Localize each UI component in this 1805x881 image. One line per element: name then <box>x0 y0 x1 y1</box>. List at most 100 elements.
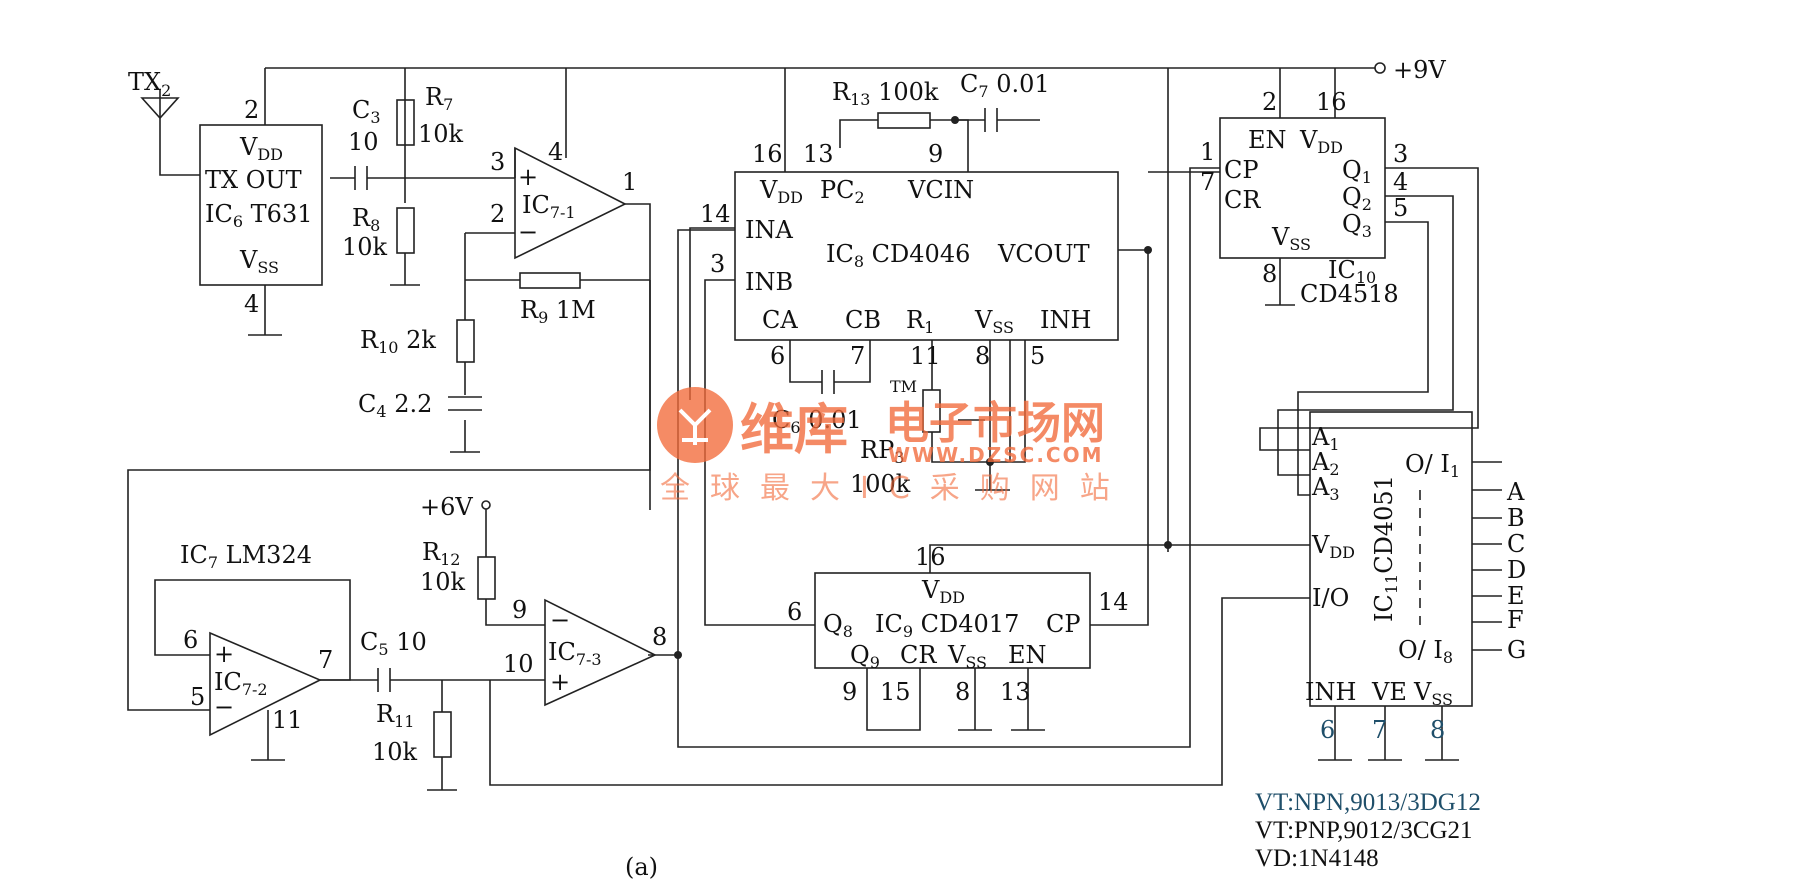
ic11-output-d: D <box>1507 556 1526 584</box>
ic9-pin-vss: 8 <box>955 678 970 706</box>
ic8-pin-vcin: 9 <box>928 140 943 168</box>
watermark-slogan: 全球最大IC采购网站 <box>660 471 1130 506</box>
r8-label: R8 <box>352 204 380 235</box>
ic10-pin-en: 2 <box>1262 88 1277 116</box>
ic8-pin-vdd: 16 <box>752 140 783 168</box>
rp3-value: 100k <box>850 470 911 498</box>
r7-body <box>396 99 415 146</box>
ic8-cb-label: CB <box>845 306 881 334</box>
ic7-1-plus: + <box>518 163 538 191</box>
ic11-oi8-label: O/ I8 <box>1398 636 1453 667</box>
ic11-oi1-label: O/ I1 <box>1405 450 1460 481</box>
ic8-name-label: IC8 CD4046 <box>826 240 970 271</box>
ic8-pin-ca: 6 <box>770 342 785 370</box>
ic11-output-a: A <box>1506 478 1525 506</box>
ic7-3-name: IC7-3 <box>548 638 602 669</box>
ic6-pin-vdd: 2 <box>244 96 259 124</box>
ic10-pin-cr: 7 <box>1200 168 1215 196</box>
ic8-pin-vss: 8 <box>975 342 990 370</box>
note-diode: VD:1N4148 <box>1255 845 1379 872</box>
ic10-q3-label: Q3 <box>1342 210 1372 241</box>
c4-label: C4 2.2 <box>358 390 432 421</box>
watermark-tm: TM <box>890 377 917 396</box>
ic8-pin-inb: 3 <box>710 250 725 278</box>
opamp-ic7-3 <box>544 598 657 707</box>
ic7-3-pin-out: 8 <box>652 623 667 651</box>
labels: +9V +6V TX2 2 4 VDD TX OUT IC6 T631 VSS … <box>128 56 1526 881</box>
ic11-vdd-label: VDD <box>1311 531 1355 562</box>
ic10-vdd-label: VDD <box>1299 126 1343 157</box>
ic6-body <box>199 124 323 286</box>
ic11-body <box>1309 411 1473 707</box>
ic6-vdd-label: VDD <box>239 133 283 164</box>
ic8-inh-label: INH <box>1040 306 1091 334</box>
ic10-part-label: CD4518 <box>1300 280 1399 308</box>
ic11-a1-label: A1 <box>1311 423 1340 454</box>
c5-label: C5 10 <box>360 628 427 659</box>
ic7-2-name: IC7-2 <box>214 668 268 699</box>
ic11-output-f: F <box>1507 606 1524 634</box>
ic9-name-label: IC9 CD4017 <box>875 610 1019 641</box>
ic11-output-b: B <box>1507 504 1525 532</box>
ic10-en-label: EN <box>1248 126 1287 154</box>
ic10-pin-vdd: 16 <box>1316 88 1347 116</box>
c3-plates <box>354 166 368 190</box>
c5-plates <box>377 668 391 692</box>
ic10-vss-label: VSS <box>1271 223 1311 254</box>
ic10-pin-q3: 5 <box>1393 194 1408 222</box>
ic8-inb-label: INB <box>745 268 793 296</box>
r9-label: R9 1M <box>520 296 596 327</box>
r13-body <box>877 112 931 129</box>
r11-body <box>433 711 452 758</box>
ic11-name-label: IC11CD4051 <box>1370 475 1401 622</box>
antenna-label: TX2 <box>128 68 171 100</box>
ic8-vss-label: VSS <box>974 306 1014 337</box>
c7-plates <box>984 108 998 132</box>
c3-label: C3 <box>352 96 381 127</box>
ic11-a2-label: A2 <box>1311 448 1340 479</box>
ic10-q1-label: Q1 <box>1342 156 1372 187</box>
ic9-en-label: EN <box>1008 641 1047 669</box>
ic8-pc2-label: PC2 <box>820 176 865 207</box>
ic11-ve-label: VE <box>1371 678 1407 706</box>
ic8-r1-label: R1 <box>906 306 934 337</box>
ic7-3-pin-p: 10 <box>503 650 534 678</box>
ic11-vss-label: VSS <box>1413 678 1453 709</box>
ic8-vcout-label: VCOUT <box>997 240 1090 268</box>
r12-value: 10k <box>420 568 466 596</box>
ic11-io-label: I/O <box>1312 584 1349 612</box>
r12-body <box>477 556 496 600</box>
ic10-pin-cp: 1 <box>1200 138 1215 166</box>
ic6-vss-label: VSS <box>239 246 279 277</box>
ic11-a3-label: A3 <box>1311 473 1340 504</box>
watermark-brand: 维库 <box>740 398 848 461</box>
ic9-cr-label: CR <box>900 641 937 669</box>
ic7-1-pin-n: 2 <box>490 200 505 228</box>
ic7-1-minus: − <box>518 218 538 246</box>
supply-9v-label: +9V <box>1393 56 1446 84</box>
supply-6v-label: +6V <box>420 493 473 521</box>
ic7-2-pin-out: 7 <box>318 646 333 674</box>
r10-body <box>456 319 475 363</box>
figure-caption: (a) <box>625 853 658 881</box>
c6-label: C6 0.01 <box>772 406 862 437</box>
ic11-inh-label: INH <box>1305 678 1356 706</box>
c6-plates <box>821 370 835 394</box>
ic7-2-pin-p: 6 <box>183 626 198 654</box>
c7-label: C7 0.01 <box>960 70 1050 101</box>
ic7-1-pin-vcc: 4 <box>548 138 563 166</box>
watermark-title: 电子市场网 <box>885 398 1105 449</box>
ic11-pin-vss: 8 <box>1430 716 1445 744</box>
ic7-1-pin-out: 1 <box>622 168 637 196</box>
ic8-body <box>734 171 1119 341</box>
ic9-pin-cr: 15 <box>880 678 911 706</box>
ic7-title: IC7 LM324 <box>180 541 312 572</box>
r11-label: R11 <box>376 700 414 731</box>
ic10-pin-q1: 3 <box>1393 140 1408 168</box>
rp3-label: RP3 <box>860 436 904 467</box>
ic10-cp-label: CP <box>1224 156 1259 184</box>
ic9-q9-label: Q9 <box>850 641 880 672</box>
ic9-pin-cp: 14 <box>1098 588 1129 616</box>
component-bodies <box>199 99 1473 758</box>
